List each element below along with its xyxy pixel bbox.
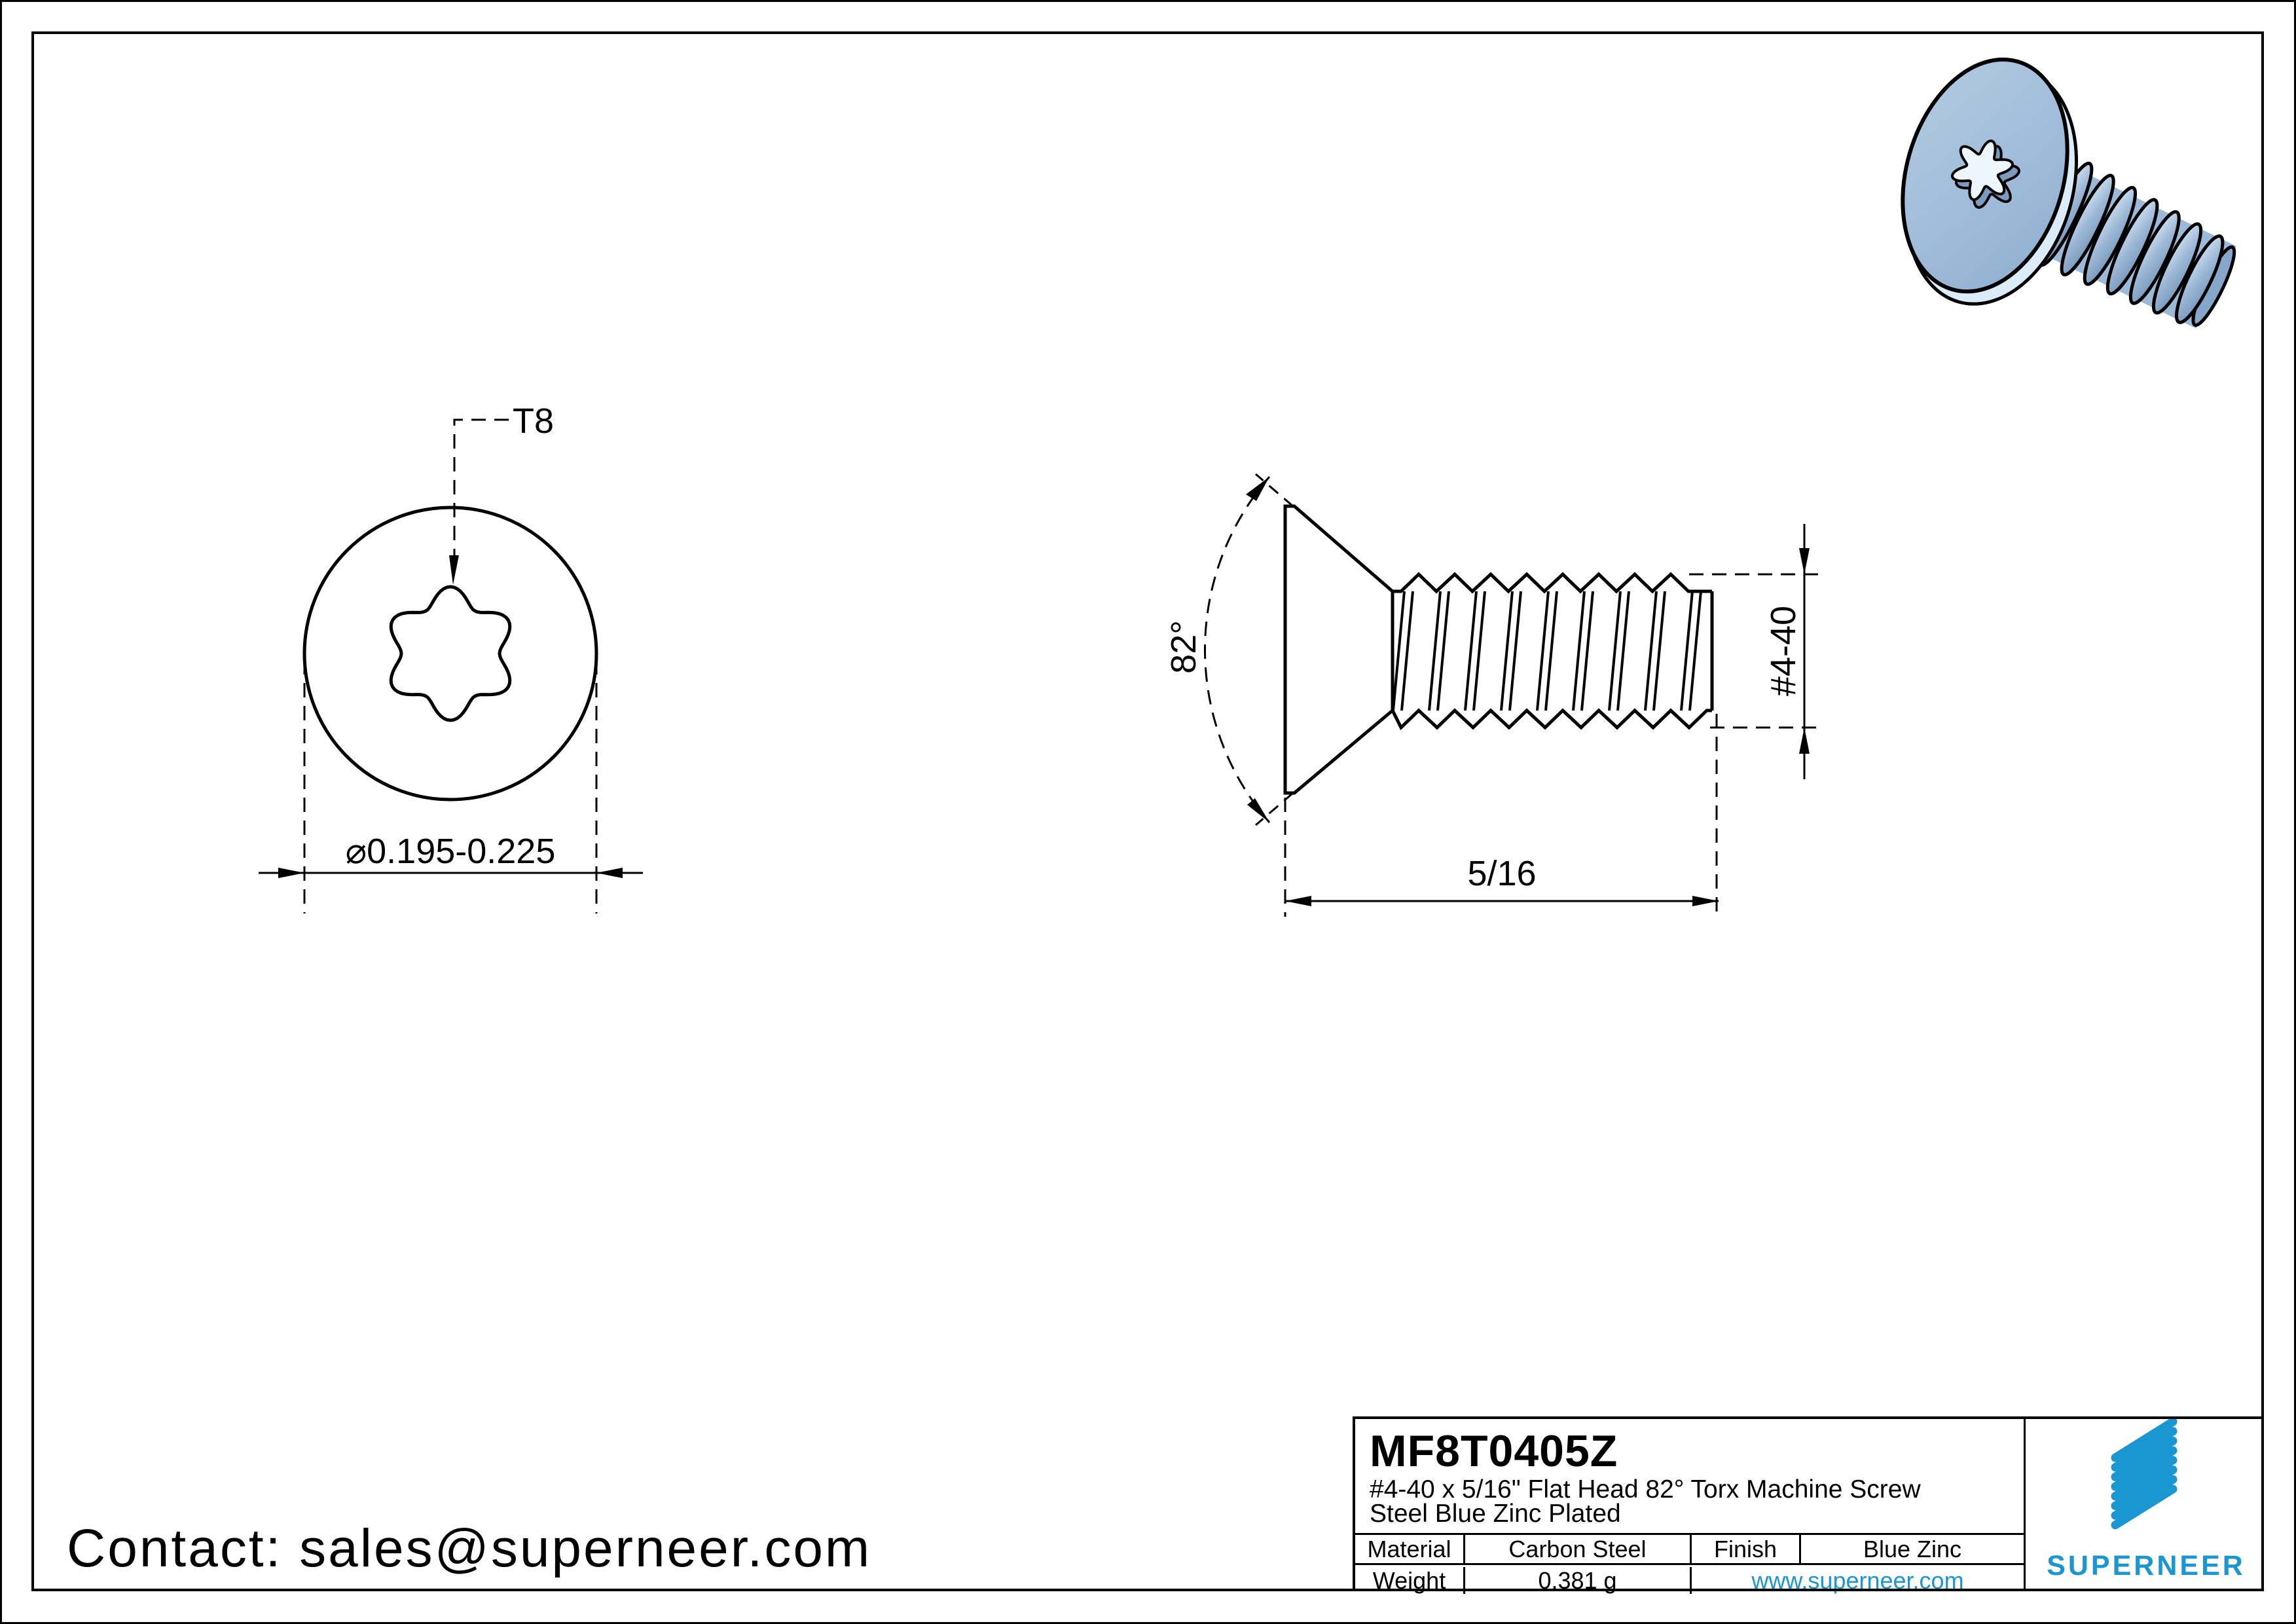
length-arrow-right [1692, 896, 1719, 906]
thread-arrow-top [1799, 548, 1810, 574]
description-line-2: Steel Blue Zinc Plated [1370, 1500, 1621, 1528]
angle-arc [1204, 476, 1271, 823]
brand-name: SUPERNEER [2047, 1550, 2246, 1581]
title-block-left-column: MF8T0405Z #4-40 x 5/16" Flat Head 82° To… [1355, 1419, 2026, 1594]
head-outline-circle [302, 506, 598, 802]
material-value: Carbon Steel [1465, 1535, 1692, 1563]
t8-leader-arrowhead [449, 555, 459, 585]
thread-crest-bottom [1391, 708, 1712, 731]
side-view-drawing: 82° #4-40 5/16 [1164, 473, 1820, 917]
angle-arrow-bottom [1247, 798, 1269, 822]
weight-value: 0.381 g [1465, 1567, 1692, 1594]
length-label: 5/16 [1467, 854, 1536, 893]
title-block-logo-column: SUPERNEER [2026, 1417, 2267, 1591]
description-line-1: #4-40 x 5/16" Flat Head 82° Torx Machine… [1370, 1475, 1921, 1504]
thread-arrow-bottom [1799, 728, 1810, 754]
contact-line: Contact: sales@superneer.com [67, 1518, 871, 1579]
diameter-arrow-left [278, 868, 304, 878]
website-link[interactable]: www.superneer.com [1751, 1566, 1964, 1594]
diameter-label: ⌀0.195-0.225 [346, 832, 556, 871]
material-label: Material [1355, 1535, 1465, 1563]
diameter-arrow-right [596, 868, 623, 878]
brand-logo-stripes-icon [2111, 1417, 2178, 1530]
finish-value: Blue Zinc [1863, 1535, 1962, 1562]
screw-3d-render [1901, 57, 2236, 329]
angle-arrow-top [1246, 477, 1269, 501]
length-arrow-left [1285, 896, 1311, 906]
thread-size-label: #4-40 [1764, 606, 1803, 696]
title-block: MF8T0405Z #4-40 x 5/16" Flat Head 82° To… [1353, 1416, 2267, 1594]
weight-label: Weight [1355, 1567, 1465, 1594]
t8-leader-line [453, 418, 509, 558]
screw-head-profile [1283, 504, 1394, 795]
torx-recess-outline [389, 585, 512, 722]
part-number: MF8T0405Z [1370, 1426, 1618, 1476]
t8-label: T8 [513, 401, 554, 441]
finish-label: Finish [1692, 1535, 1801, 1563]
thread-crest-top [1393, 572, 1712, 594]
front-view-drawing: T8 ⌀0.195-0.225 [259, 401, 643, 913]
cone-face-extension-top [1255, 473, 1294, 507]
title-block-description-area: MF8T0405Z #4-40 x 5/16" Flat Head 82° To… [1355, 1419, 2024, 1535]
angle-label: 82° [1164, 620, 1203, 674]
cone-face-extension-bottom [1255, 792, 1294, 826]
material-finish-row: Material Carbon Steel Finish Blue Zinc [1355, 1535, 2024, 1565]
contact-text: Contact: sales@superneer.com [67, 1519, 872, 1578]
thread-flank-lines [1392, 591, 1702, 711]
weight-website-row: Weight 0.381 g www.superneer.com [1355, 1567, 2024, 1594]
